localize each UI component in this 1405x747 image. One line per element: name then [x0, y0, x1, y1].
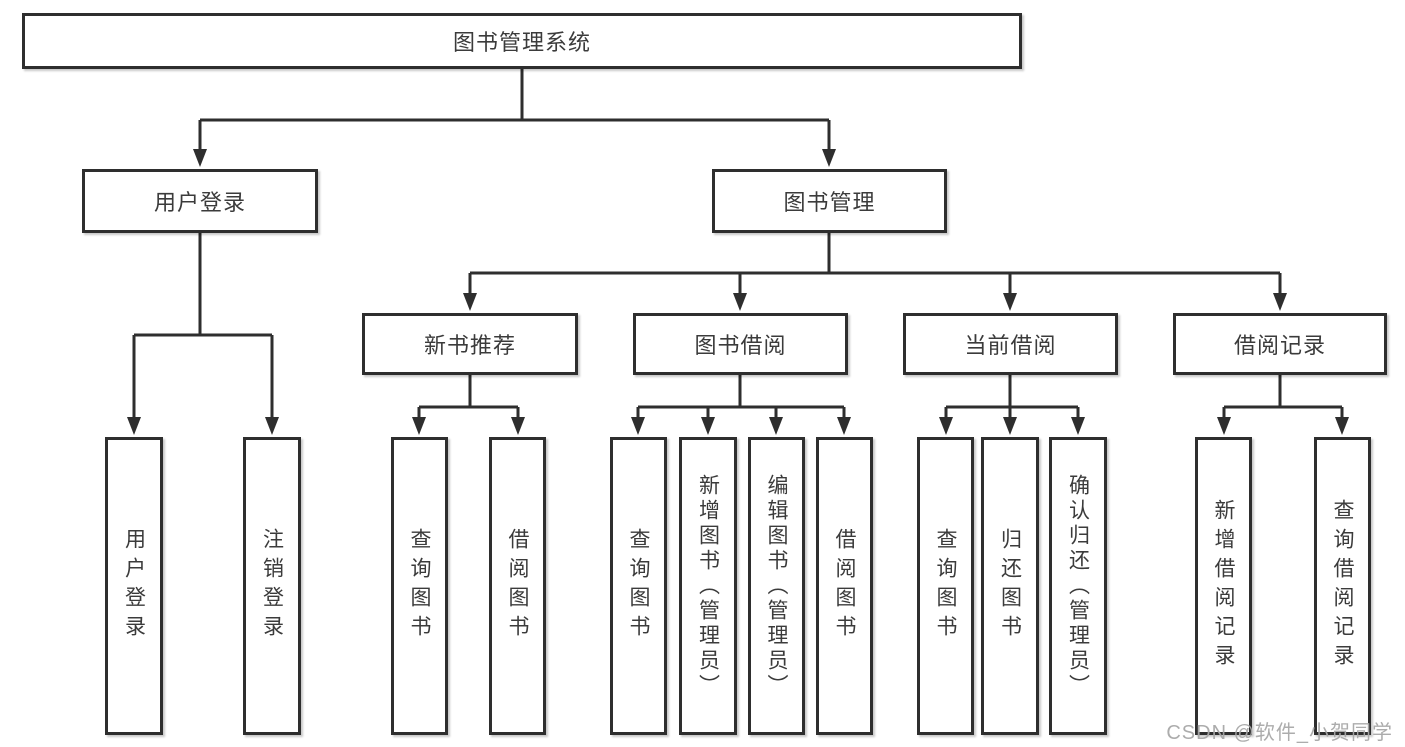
leaf-user-login-label: 用户登录 [122, 528, 146, 644]
leaf-cb-return-books: 归还图书 [981, 437, 1039, 735]
leaf-cb-query-books-label: 查询图书 [934, 528, 957, 644]
leaf-br-query-record-label: 查询借阅记录 [1331, 499, 1354, 673]
leaf-br-add-record-label: 新增借阅记录 [1212, 499, 1235, 673]
arrowheads [127, 149, 1349, 435]
leaf-bb-borrow-books: 借阅图书 [816, 437, 873, 735]
leaf-cb-query-books: 查询图书 [917, 437, 974, 735]
leaf-cb-confirm-return-label: 确认归还（管理员） [1066, 473, 1090, 699]
node-user-login-label: 用户登录 [153, 190, 246, 215]
leaf-bb-query-books: 查询图书 [610, 437, 667, 735]
leaf-logout: 注销登录 [243, 437, 301, 735]
leaf-bb-query-books-label: 查询图书 [627, 528, 650, 644]
leaf-bb-edit-books-label: 编辑图书（管理员） [765, 473, 788, 699]
leaf-nb-borrow-books: 借阅图书 [489, 437, 546, 735]
leaf-br-add-record: 新增借阅记录 [1195, 437, 1252, 735]
node-root: 图书管理系统 [22, 13, 1022, 69]
leaf-bb-edit-books: 编辑图书（管理员） [748, 437, 805, 735]
leaf-nb-borrow-books-label: 借阅图书 [506, 528, 529, 644]
leaf-br-query-record: 查询借阅记录 [1314, 437, 1371, 735]
node-current-borrow: 当前借阅 [903, 313, 1118, 375]
node-new-book-recommend-label: 新书推荐 [423, 333, 516, 358]
leaf-user-login: 用户登录 [105, 437, 163, 735]
leaf-bb-add-books: 新增图书（管理员） [679, 437, 737, 735]
leaf-nb-query-books-label: 查询图书 [408, 528, 431, 644]
leaf-bb-add-books-label: 新增图书（管理员） [696, 473, 720, 699]
node-borrow-records: 借阅记录 [1173, 313, 1387, 375]
node-current-borrow-label: 当前借阅 [964, 333, 1057, 358]
node-borrow-records-label: 借阅记录 [1233, 333, 1326, 358]
leaf-bb-borrow-books-label: 借阅图书 [833, 528, 856, 644]
node-root-label: 图书管理系统 [452, 30, 591, 55]
node-book-borrow: 图书借阅 [633, 313, 848, 375]
node-book-management-label: 图书管理 [783, 190, 876, 215]
node-new-book-recommend: 新书推荐 [362, 313, 578, 375]
leaf-cb-return-books-label: 归还图书 [998, 528, 1022, 644]
leaf-logout-label: 注销登录 [260, 528, 284, 644]
node-book-borrow-label: 图书借阅 [694, 333, 787, 358]
leaf-cb-confirm-return: 确认归还（管理员） [1049, 437, 1107, 735]
node-book-management: 图书管理 [712, 169, 947, 233]
leaf-nb-query-books: 查询图书 [391, 437, 448, 735]
node-user-login: 用户登录 [82, 169, 318, 233]
